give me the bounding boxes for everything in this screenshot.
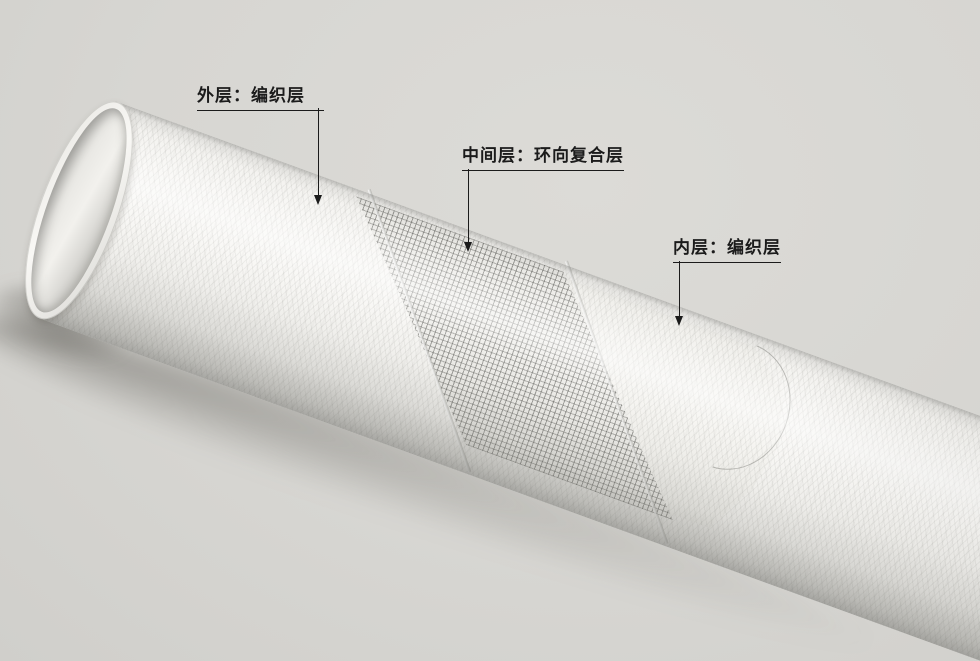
callout-inner-layer: 内层：编织层 [673,238,781,263]
outer-layer-label: 外层：编织层 [197,87,324,111]
middle-layer-label: 中间层：环向复合层 [462,147,624,171]
outer-layer-leader-line [318,108,319,196]
tube-illustration [0,88,980,661]
callout-outer-layer: 外层：编织层 [197,86,324,111]
inner-layer-leader-line [679,261,680,317]
middle-layer-leader-line [468,169,469,243]
middle-layer-arrow-icon [464,242,472,252]
inner-layer-arrow-icon [675,316,683,326]
callout-middle-layer: 中间层：环向复合层 [462,146,624,171]
inner-layer-label: 内层：编织层 [673,239,781,263]
outer-layer-arrow-icon [314,195,322,205]
